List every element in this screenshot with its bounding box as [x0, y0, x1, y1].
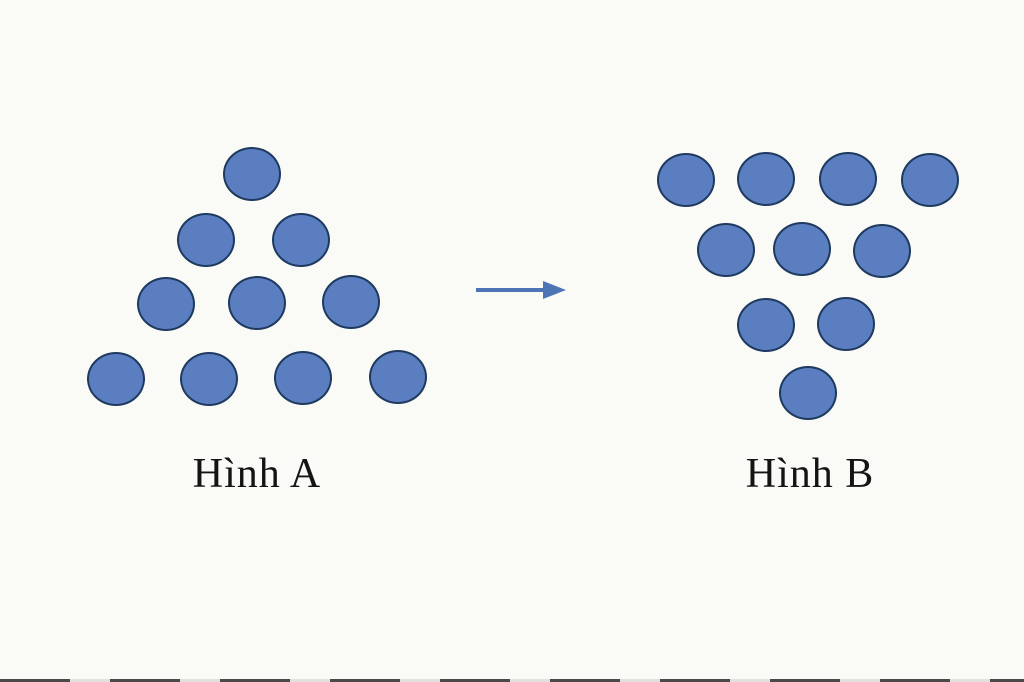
figure-b-label: Hình B	[745, 451, 875, 497]
dot-figure-a	[137, 277, 195, 331]
dot-figure-b	[657, 153, 715, 207]
dot-figure-b	[819, 152, 877, 206]
bottom-edge-artifact	[0, 679, 1024, 682]
arrow-head	[543, 281, 566, 299]
dot-figure-b	[853, 224, 911, 278]
dot-figure-b	[901, 153, 959, 207]
dot-figure-a	[87, 352, 145, 406]
dot-figure-b	[737, 298, 795, 352]
right-arrow-icon	[476, 281, 566, 299]
dot-figure-a	[322, 275, 380, 329]
dot-figure-a	[180, 352, 238, 406]
dot-figure-a	[272, 213, 330, 267]
dot-figure-b	[737, 152, 795, 206]
dot-figure-a	[228, 276, 286, 330]
dot-figure-a	[274, 351, 332, 405]
dot-figure-a	[177, 213, 235, 267]
figure-a-label: Hình A	[192, 451, 322, 497]
dot-figure-b	[779, 366, 837, 420]
dot-figure-a	[369, 350, 427, 404]
dot-figure-a	[223, 147, 281, 201]
dot-figure-b	[697, 223, 755, 277]
dot-figure-b	[817, 297, 875, 351]
dot-figure-b	[773, 222, 831, 276]
